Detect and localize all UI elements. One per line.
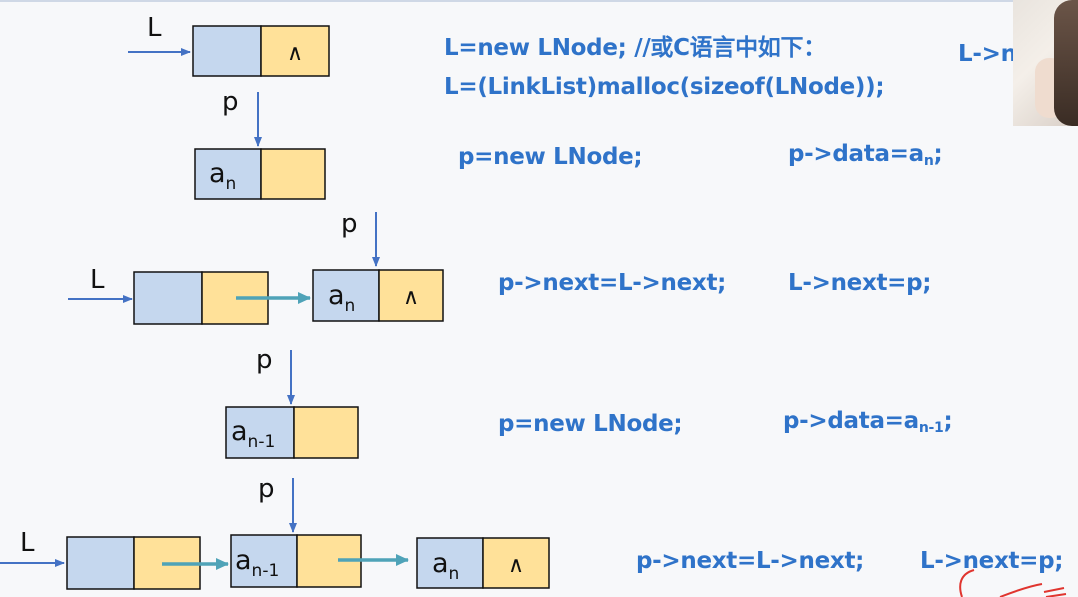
node-value-label: an — [432, 548, 459, 584]
presenter-hair — [1054, 0, 1078, 126]
node-data-field — [192, 25, 262, 77]
node-value-label: an-1 — [235, 545, 279, 581]
node-an: an ∧ — [312, 269, 444, 322]
node-data-field — [66, 536, 135, 590]
code-line-malloc: L=(LinkList)malloc(sizeof(LNode)); — [444, 74, 885, 100]
code-line-link-next: p->next=L->next; — [498, 270, 727, 296]
head-node: ∧ — [192, 25, 330, 77]
code-line-set-data: p->data=an; — [788, 141, 943, 169]
node-next-field — [378, 269, 444, 322]
code-line-set-data: p->data=an-1; — [783, 408, 953, 436]
head-pointer-label: L — [90, 265, 105, 295]
code-line-truncated: L->n — [958, 41, 1017, 67]
node-data-field — [133, 271, 203, 325]
node-next-field — [260, 25, 330, 77]
code-line-link-head: L->next=p; — [920, 548, 1064, 574]
null-symbol: ∧ — [403, 285, 419, 310]
null-symbol: ∧ — [508, 553, 524, 578]
slide-top-border — [0, 0, 1078, 2]
p-pointer-label: p — [222, 87, 239, 117]
presenter-webcam-overlay — [1013, 0, 1078, 126]
head-pointer-label: L — [20, 528, 35, 558]
code-line-new-node: p=new LNode; — [458, 144, 643, 170]
red-annotation-stroke — [999, 583, 1043, 597]
code-line-link-next: p->next=L->next; — [636, 548, 865, 574]
node-an-1: an-1 — [225, 406, 359, 459]
p-pointer-label: p — [256, 345, 273, 375]
node-next-field — [260, 148, 326, 200]
node-an: an ∧ — [416, 537, 550, 589]
head-pointer-label: L — [147, 13, 162, 43]
p-pointer-label: p — [341, 209, 358, 239]
code-line-new-node: p=new LNode; — [498, 411, 683, 437]
node-value-label: an — [328, 280, 355, 316]
red-annotation-stroke — [1043, 587, 1067, 597]
node-next-field — [482, 537, 550, 589]
node-next-field — [293, 406, 359, 459]
code-line-link-head: L->next=p; — [788, 270, 932, 296]
node-value-label: an-1 — [231, 416, 275, 452]
node-an: an — [194, 148, 326, 200]
p-pointer-label: p — [258, 474, 275, 504]
node-value-label: an — [209, 158, 236, 194]
code-line-new-head: L=new LNode; //或C语言中如下： — [444, 35, 826, 61]
null-symbol: ∧ — [287, 41, 303, 66]
red-annotation-stroke — [959, 569, 975, 597]
node-data-field — [416, 537, 484, 589]
node-data-field — [230, 534, 298, 588]
node-data-field — [194, 148, 262, 200]
node-data-field — [312, 269, 380, 322]
